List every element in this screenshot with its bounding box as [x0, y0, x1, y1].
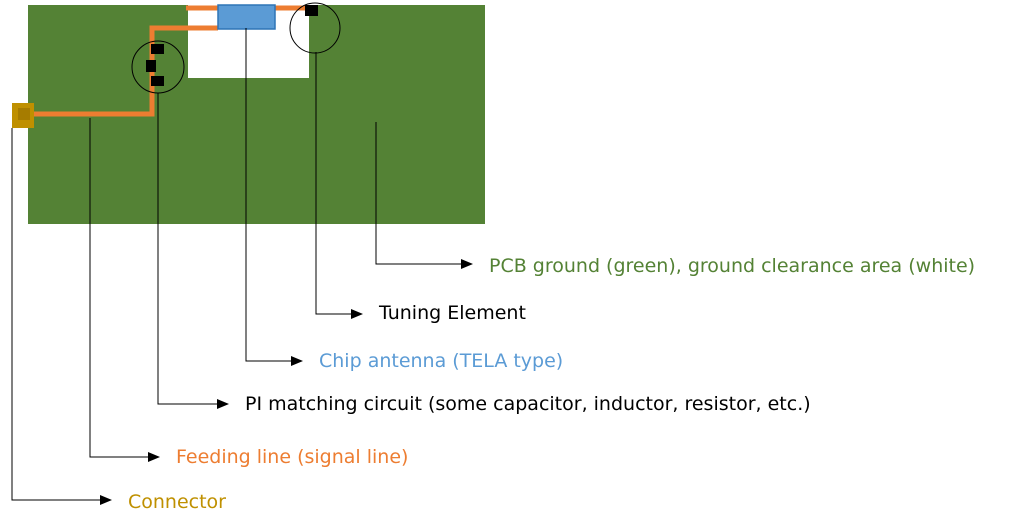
pi-component-bottom — [151, 76, 164, 86]
tuning-element-component — [305, 5, 318, 16]
chip-antenna-label: Chip antenna (TELA type) — [319, 350, 564, 372]
feeding-line-label: Feeding line (signal line) — [176, 446, 409, 468]
pi-matching-label: PI matching circuit (some capacitor, ind… — [245, 393, 811, 415]
leader-feeding-line — [89, 118, 160, 462]
tuning-element-label: Tuning Element — [379, 302, 526, 324]
pcb-ground-label: PCB ground (green), ground clearance are… — [489, 255, 976, 277]
pi-component-middle — [146, 60, 156, 72]
tuning-element-circle — [289, 2, 341, 54]
pi-component-top — [151, 44, 164, 54]
leader-tuning-element — [315, 52, 363, 319]
connector-body — [18, 108, 30, 120]
chip-antenna — [217, 4, 276, 30]
leader-chip-antenna — [245, 28, 303, 366]
leader-pi-matching — [157, 93, 229, 409]
leader-pcb-ground — [375, 122, 473, 269]
leader-connector — [11, 128, 112, 505]
connector-label: Connector — [128, 491, 226, 513]
